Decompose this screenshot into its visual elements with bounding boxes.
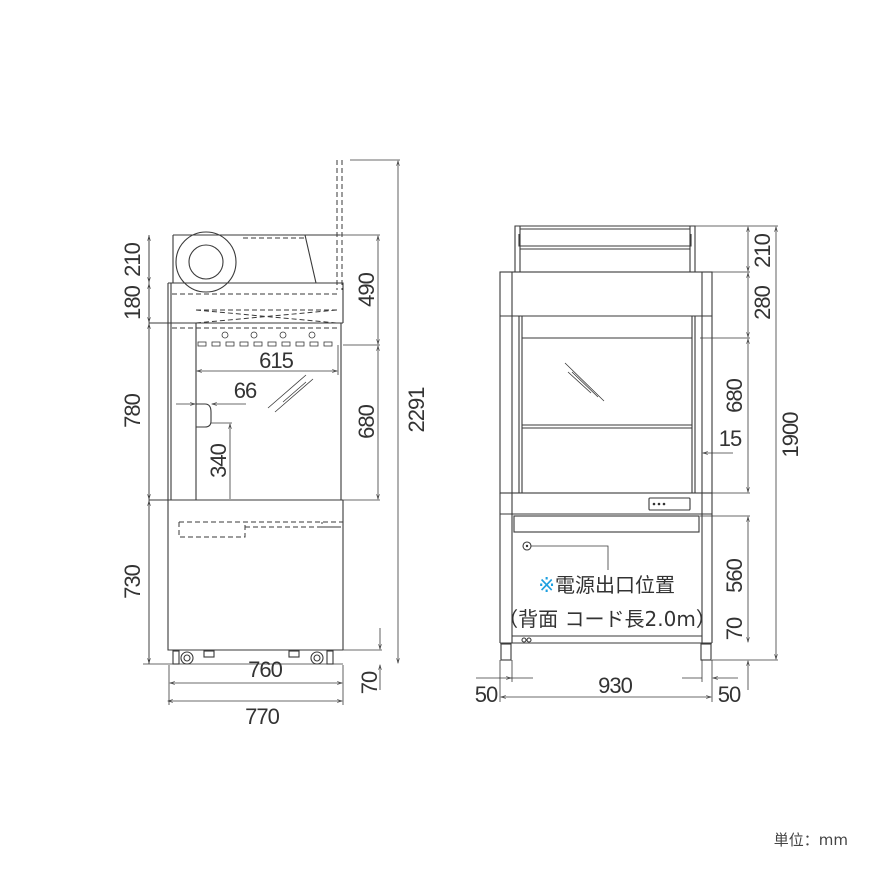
hidden-line (178, 521, 343, 538)
front-feet (500, 643, 712, 661)
dim-340: 340 (206, 443, 231, 477)
base-bolt (526, 637, 532, 643)
drawer (513, 515, 700, 533)
fixture-block (267, 341, 277, 347)
dim-210: 210 (750, 233, 775, 267)
dim-180: 180 (120, 285, 145, 319)
side-view: 210 180 780 730 490 680 2291 615 66 340 … (120, 159, 429, 729)
base-frame (499, 493, 713, 643)
dim-1900: 1900 (778, 412, 803, 458)
dim-50-left: 50 (475, 682, 498, 707)
blower-top (514, 225, 696, 272)
note-cord-length: （背面 コード長2.0m） (498, 607, 716, 631)
dim-760: 760 (248, 657, 282, 682)
dim-66: 66 (234, 378, 257, 403)
front-dimension-labels: 210 280 680 1900 15 560 70 930 50 50 (475, 233, 803, 707)
fixture-block (211, 341, 221, 347)
exhaust-duct (336, 160, 343, 290)
dim-780: 780 (120, 393, 145, 427)
front-view: ※ 電源出口位置 （背面 コード長2.0m） 210 280 680 1900 … (475, 225, 803, 707)
nozzle-icon (221, 331, 229, 339)
dim-2291: 2291 (404, 387, 429, 433)
side-dimension-labels: 210 180 780 730 490 680 2291 615 66 340 … (120, 242, 429, 729)
front-lip (196, 403, 212, 428)
hood-frame (499, 271, 713, 494)
fixture-block (225, 341, 235, 347)
dim-70: 70 (357, 671, 382, 694)
nozzle-icon (308, 331, 316, 339)
glass-hatch (564, 362, 605, 402)
fixture-block (253, 341, 263, 347)
hood-upper (167, 282, 344, 500)
note-mark: ※ (538, 573, 555, 597)
hood-body (149, 323, 344, 650)
hidden-line (172, 293, 338, 329)
dim-770: 770 (245, 704, 279, 729)
dim-930: 930 (598, 673, 632, 698)
casters (172, 650, 334, 665)
dim-70: 70 (722, 617, 747, 640)
dim-560: 560 (722, 558, 747, 592)
base-bolt (521, 637, 527, 643)
dim-680: 680 (722, 378, 747, 412)
leader-line (531, 545, 609, 570)
fan-inner-icon (188, 244, 224, 280)
power-outlet-center (525, 544, 529, 548)
control-panel-dots (652, 502, 666, 506)
dim-280: 280 (750, 285, 775, 319)
base-plinth (500, 635, 712, 644)
fixture-row (197, 331, 333, 347)
side-dimensions (143, 159, 400, 705)
dim-680: 680 (354, 404, 379, 438)
blower-housing (172, 234, 340, 284)
control-panel (648, 497, 691, 511)
nozzle-icon (279, 331, 287, 339)
fan-outer-icon (175, 231, 237, 293)
unit-label: 単位：mm (774, 831, 848, 849)
note-power-outlet-position: 電源出口位置 (555, 573, 675, 597)
dim-615: 615 (259, 348, 293, 373)
fixture-block (281, 341, 291, 347)
dim-50-right: 50 (718, 682, 741, 707)
nozzle-icon (250, 331, 258, 339)
dim-210: 210 (120, 242, 145, 276)
dim-730: 730 (120, 564, 145, 598)
base-cabinet (167, 500, 343, 651)
fixture-block (295, 341, 305, 347)
fixture-block (197, 341, 207, 347)
sash-window (518, 316, 696, 493)
dim-490: 490 (354, 272, 379, 306)
fixture-block (323, 341, 333, 347)
fixture-block (239, 341, 249, 347)
front-dimensions (476, 225, 778, 702)
fixture-block (309, 341, 319, 347)
glass-hatch (267, 374, 314, 413)
dim-15: 15 (719, 426, 742, 451)
hood-pillars (500, 272, 712, 493)
